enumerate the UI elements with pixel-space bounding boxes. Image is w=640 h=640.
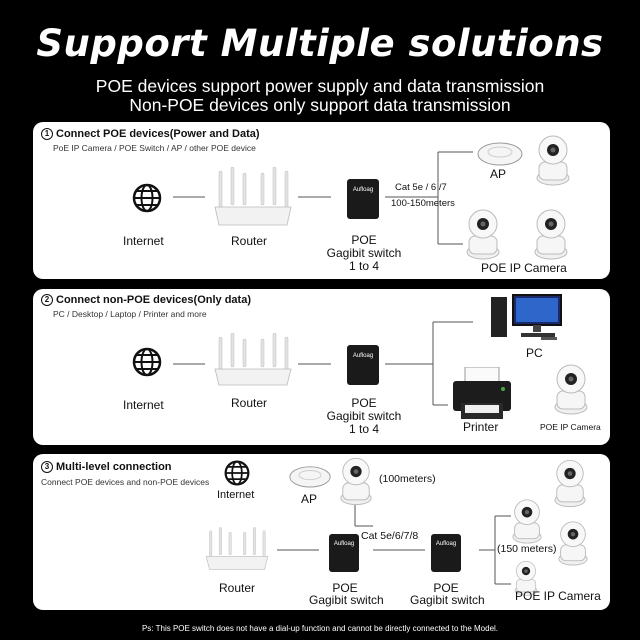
camera-label: POE IP Camera xyxy=(540,422,601,432)
cable-distance-label: 100-150meters xyxy=(391,198,455,209)
switch-label-line2: Gagibit switch xyxy=(326,246,402,260)
router-label: Router xyxy=(219,581,256,595)
cable-type-label: Cat 5e / 6 /7 xyxy=(395,182,447,193)
connection-lines xyxy=(173,151,473,245)
switch-a-label-line1: POE xyxy=(332,581,358,595)
heading-text: Multi-level connection xyxy=(56,461,172,473)
camera-icon xyxy=(558,521,588,566)
internet-label: Internet xyxy=(123,398,164,412)
switch-a-label: POE Gagibit switch xyxy=(309,581,384,607)
globe-icon xyxy=(132,347,162,377)
poe-switch-icon: Aufloag xyxy=(329,534,359,572)
brand-text: Aufloag xyxy=(435,541,457,547)
switch-label-line1: POE xyxy=(351,233,377,247)
camera-icon xyxy=(536,135,570,186)
pc-label: PC xyxy=(526,346,543,360)
router-icon xyxy=(205,527,269,570)
brand-text: Aufloag xyxy=(333,541,355,547)
connection-lines xyxy=(277,499,511,585)
router-icon xyxy=(214,333,292,386)
switch-label-line3: 1 to 4 xyxy=(348,259,380,273)
switch-a-label-line2: Gagibit switch xyxy=(309,593,384,607)
poe-switch-icon: Aufloag xyxy=(347,179,379,219)
switch-b-label: POE Gagibit switch xyxy=(410,581,485,607)
panel-description: PoE IP Camera / POE Switch / AP / other … xyxy=(53,143,256,153)
camera-icon xyxy=(554,459,586,508)
heading-text: Connect POE devices(Power and Data) xyxy=(56,128,260,140)
distance-150m-label: (150 meters) xyxy=(497,543,557,555)
ap-label: AP xyxy=(490,167,507,181)
switch-label: POE Gagibit switch 1 to 4 xyxy=(324,397,404,436)
camera-icon xyxy=(534,209,568,260)
switch-label-line1: POE xyxy=(351,396,377,410)
cable-type-label: Cat 5e/6/7/8 xyxy=(361,530,419,542)
desktop-pc-icon xyxy=(491,294,562,340)
footnote: Ps: This POE switch does not have a dial… xyxy=(141,624,499,633)
switch-b-label-line1: POE xyxy=(433,581,459,595)
heading-text: Connect non-POE devices(Only data) xyxy=(56,294,251,306)
printer-label: Printer xyxy=(463,420,499,434)
camera-icon xyxy=(466,209,500,260)
camera-label: POE IP Camera xyxy=(481,261,567,275)
router-icon xyxy=(214,167,292,226)
poe-switch-icon: Aufloag xyxy=(347,345,379,385)
subtitle-non-poe: Non-POE devices only support data transm… xyxy=(129,95,511,115)
brand-text: Aufloag xyxy=(352,353,374,359)
step-number: 1 xyxy=(41,128,53,140)
camera-icon xyxy=(340,457,372,506)
ap-label: AP xyxy=(301,492,318,506)
internet-label: Internet xyxy=(217,489,255,501)
poe-switch-icon: Aufloag xyxy=(431,534,461,572)
switch-label-line2: Gagibit switch xyxy=(326,409,402,423)
step-number: 2 xyxy=(41,294,53,306)
panel-description: Connect POE devices and non-POE devices xyxy=(41,477,210,487)
camera-icon xyxy=(514,561,538,596)
access-point-icon xyxy=(477,142,523,166)
switch-label: POE Gagibit switch 1 to 4 xyxy=(324,234,404,273)
camera-icon xyxy=(554,364,588,415)
globe-icon xyxy=(132,183,162,213)
connection-lines xyxy=(173,321,473,406)
internet-label: Internet xyxy=(123,234,164,248)
router-label: Router xyxy=(231,234,268,248)
subtitle-poe: POE devices support power supply and dat… xyxy=(95,76,545,96)
switch-b-label-line2: Gagibit switch xyxy=(410,593,485,607)
brand-text: Aufloag xyxy=(352,187,374,193)
camera-label: POE IP Camera xyxy=(515,589,601,603)
switch-label-line3: 1 to 4 xyxy=(348,422,380,436)
camera-icon xyxy=(512,499,542,544)
page-title: Support Multiple solutions xyxy=(36,22,604,65)
printer-icon xyxy=(453,367,511,419)
panel-description: PC / Desktop / Laptop / Printer and more xyxy=(53,309,207,319)
router-label: Router xyxy=(231,396,268,410)
distance-100m-label: (100meters) xyxy=(379,473,436,485)
globe-icon xyxy=(224,460,250,486)
access-point-icon xyxy=(289,466,331,488)
step-number: 3 xyxy=(41,461,53,473)
